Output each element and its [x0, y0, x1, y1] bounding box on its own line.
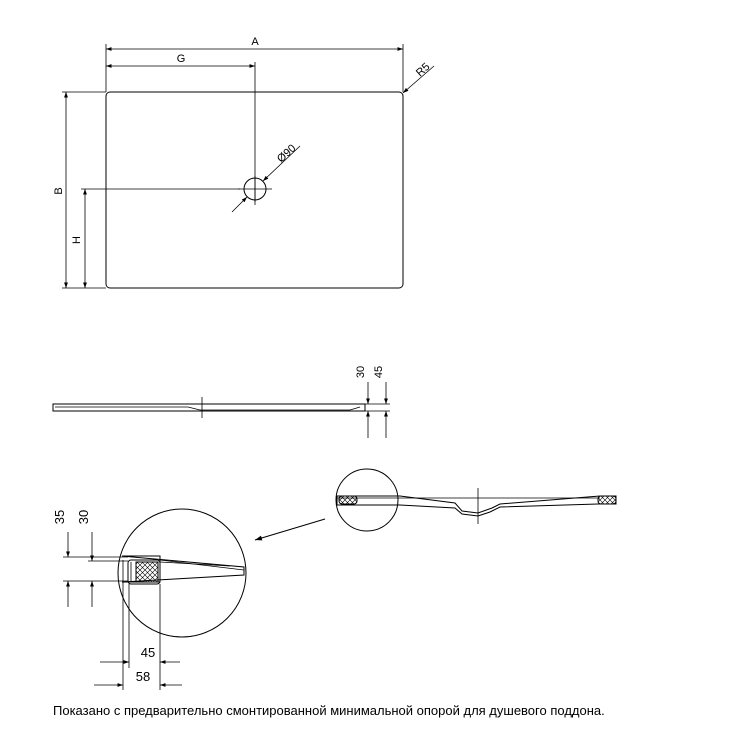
tray-section-profile [336, 495, 617, 517]
section-view [254, 468, 617, 541]
dim-label-b: B [53, 187, 65, 194]
dim-label-45: 45 [373, 366, 385, 378]
leader-diameter [231, 196, 248, 213]
dim-label-r5: R5 [414, 61, 432, 79]
detail-view: 35 30 45 58 [52, 508, 247, 690]
dim-label-a: A [251, 36, 259, 48]
dim-label-35: 35 [52, 510, 67, 524]
tray-outline [105, 91, 404, 289]
tray-side-profile [52, 403, 366, 412]
support-foot-right [597, 495, 617, 505]
dim-label-30: 30 [355, 366, 367, 378]
detail-marker-circle [335, 468, 399, 532]
support-foot-detail [127, 559, 161, 585]
dim-label-g: G [177, 53, 186, 65]
detail-circle [117, 508, 247, 638]
dim-label-30-detail: 30 [76, 510, 91, 524]
dim-label-58: 58 [136, 669, 150, 684]
dim-label-h: H [71, 236, 83, 244]
caption-text: Показано с предварительно смонтированной… [53, 703, 605, 718]
leader-r5 [402, 65, 435, 94]
dim-label-diameter: Ø90 [275, 142, 298, 165]
detail-callout-arrow [254, 518, 326, 541]
side-view: 30 45 [52, 366, 390, 438]
support-foot-left [338, 495, 358, 505]
plan-view: A G R5 B H Ø90 [53, 36, 435, 289]
dim-label-45-detail: 45 [141, 645, 155, 660]
